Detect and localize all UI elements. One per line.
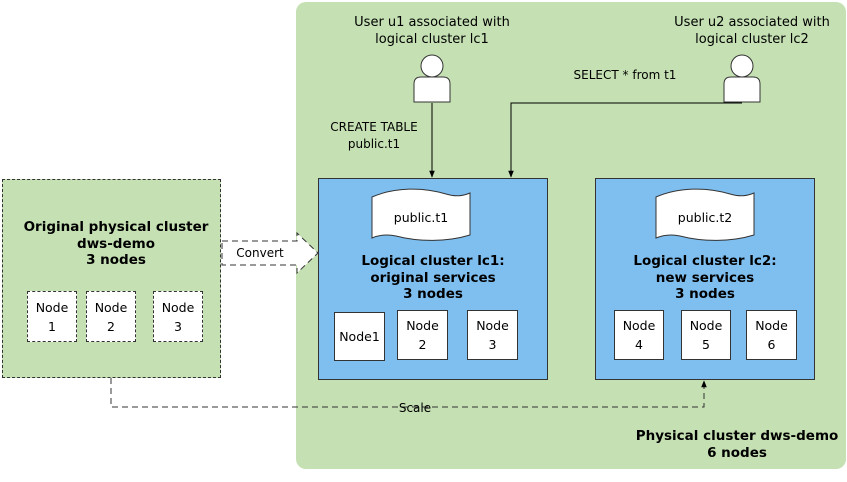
table-t1-label: public.t1 [393,210,449,225]
user-u1-label: User u1 associated with logical cluster … [354,15,510,47]
lc1-node-2: Node 2 [397,310,448,360]
lc2-node-5: Node 5 [681,310,731,360]
physical-cluster-title: Physical cluster dws-demo 6 nodes [635,428,839,461]
convert-label: Convert [236,246,284,260]
logical-cluster-lc2-title: Logical cluster lc2: new services 3 node… [633,253,777,302]
original-cluster-container [2,179,221,378]
original-node-1: Node 1 [27,291,77,342]
lc2-node-4: Node 4 [614,310,664,360]
select-arrow [508,102,742,178]
user-u1-icon [413,54,451,103]
original-node-3: Node 3 [153,291,203,342]
scale-arrow [110,378,707,408]
table-t2-document-icon [655,188,755,241]
lc1-node-1: Node1 [334,312,385,361]
user-u2-label: User u2 associated with logical cluster … [674,15,830,47]
logical-cluster-lc1-title: Logical cluster lc1: original services 3… [361,253,505,302]
lc1-node-3: Node 3 [467,310,518,360]
user-u2-icon [723,54,761,103]
original-cluster-title: Original physical cluster dws-demo 3 nod… [23,219,209,268]
lc2-node-6: Node 6 [746,310,797,360]
table-t1-document-icon [371,188,471,241]
table-t2-label: public.t2 [677,210,733,225]
original-node-2: Node 2 [86,291,136,342]
convert-arrow [221,231,319,275]
select-label: SELECT * from t1 [573,68,677,82]
scale-label: Scale [398,401,432,415]
create-table-label: CREATE TABLE public.t1 [330,120,418,151]
